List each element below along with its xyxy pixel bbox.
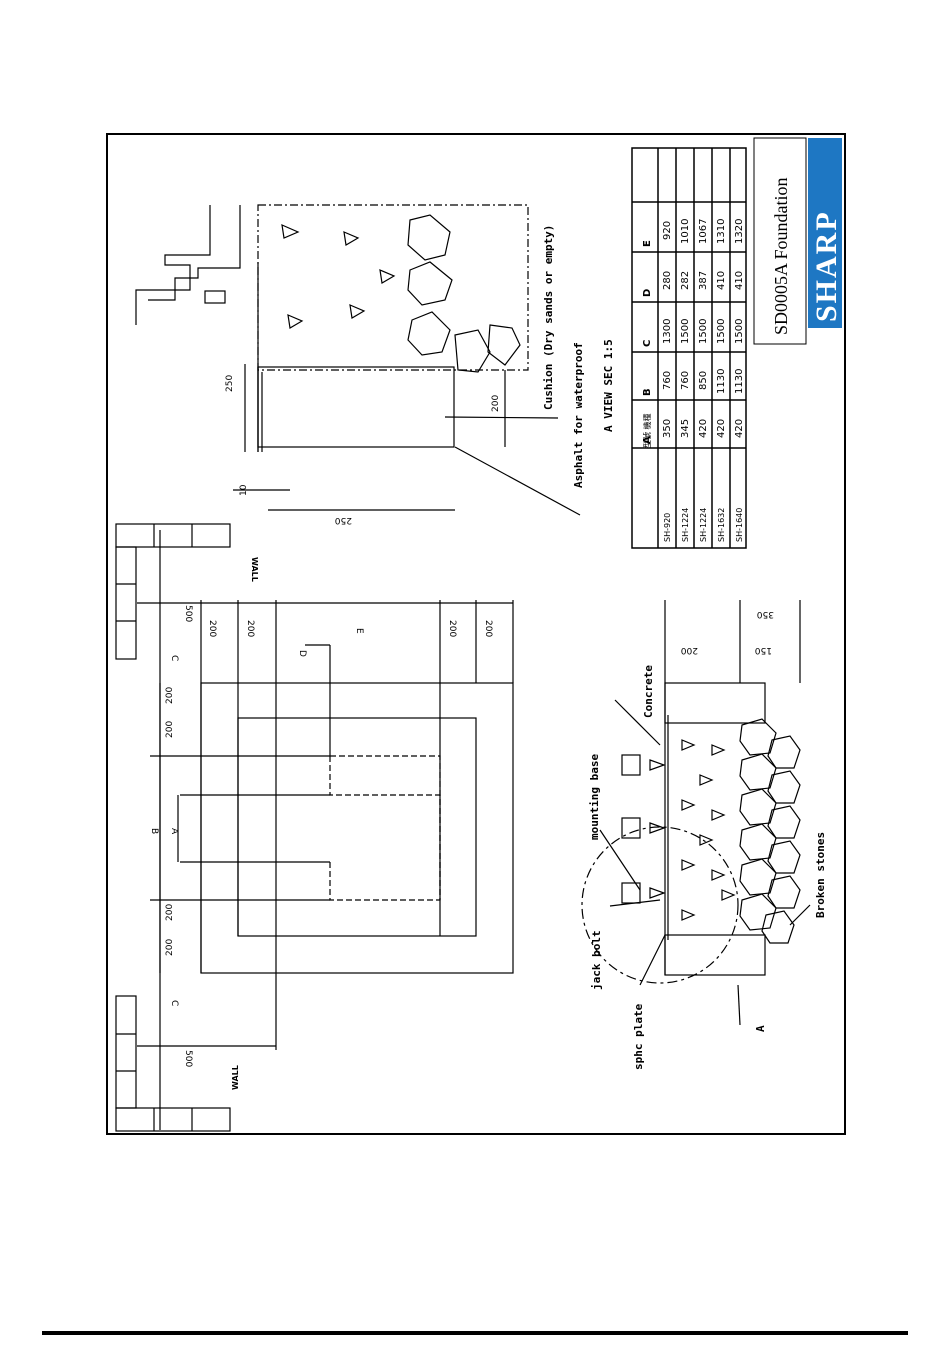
dim-200-detail: 200 (491, 395, 501, 412)
dim-250-top: 250 (225, 375, 235, 392)
asphalt-label: Asphalt for waterproof (572, 342, 585, 488)
table-cell: 1300 (662, 319, 673, 344)
table-cell: SH-920 (663, 513, 672, 542)
wall-label-top: WALL (250, 557, 259, 582)
dim-a: A (169, 828, 179, 835)
dim-500-bottom: 500 (183, 1050, 193, 1067)
dim-200: 200 (447, 620, 457, 637)
table-cell: 410 (716, 271, 727, 290)
table-corner: 型號 機種 (642, 413, 652, 448)
table-cell: 1310 (716, 219, 727, 244)
table-cell: 387 (698, 271, 709, 290)
page-bottom-rule (42, 1331, 908, 1335)
drawing-frame (106, 133, 846, 1135)
table-header: D (642, 289, 653, 297)
table-cell: 282 (680, 271, 691, 290)
sphc-plate-label: sphc plate (632, 1003, 645, 1070)
table-cell: 280 (662, 271, 673, 290)
table-cell: 1067 (698, 219, 709, 244)
dim-200: 200 (483, 620, 493, 637)
table-cell: 1320 (734, 219, 745, 244)
dim-200: 200 (165, 687, 175, 704)
dim-250-bottom: 250 (335, 515, 352, 525)
dim-e: E (354, 628, 364, 634)
table-header: B (642, 388, 653, 396)
table-cell: 1500 (716, 319, 727, 344)
table-header: C (642, 340, 653, 347)
table-cell: 760 (662, 371, 673, 390)
doc-title: SD0005A Foundation (771, 177, 791, 335)
dim-200: 200 (165, 939, 175, 956)
dim-200: 200 (165, 721, 175, 738)
table-cell: 410 (734, 271, 745, 290)
dimension-table: 型號 機種 A B C D E SH-920 350 760 1300 280 … (631, 147, 747, 549)
table-cell: 850 (698, 371, 709, 390)
table-cell: 1500 (680, 319, 691, 344)
table-cell: 1010 (680, 219, 691, 244)
dim-200-section: 200 (681, 645, 698, 655)
table-cell: 420 (698, 419, 709, 438)
table-cell: SH-1640 (735, 508, 744, 542)
jack-bolt-label: jack bolt (590, 930, 603, 990)
a-view-detail (135, 204, 581, 516)
mounting-base-label: mounting base (588, 754, 601, 840)
sharp-logo: SHARP (810, 210, 843, 322)
table-cell: 1500 (698, 319, 709, 344)
view-marker-a: A (754, 1025, 767, 1032)
broken-stones-label: Broken stones (814, 832, 827, 918)
table-cell: 1130 (734, 369, 745, 394)
plan-dims: C C B A E D 500 500 200 200 200 200 200 … (149, 605, 493, 1067)
dim-c-bottom: C (169, 1000, 179, 1006)
dim-200: 200 (207, 620, 217, 637)
concrete-label: Concrete (642, 665, 655, 718)
table-rows: SH-920 350 760 1300 280 920 SH-1224 345 … (662, 219, 745, 542)
dim-350: 350 (757, 609, 774, 619)
table-cell: 420 (716, 419, 727, 438)
dim-200: 200 (165, 904, 175, 921)
dim-500-top: 500 (183, 605, 193, 622)
dim-b: B (149, 828, 159, 834)
dim-150: 150 (755, 645, 772, 655)
table-cell: 420 (734, 419, 745, 438)
wall-label-bottom: WALL (231, 1065, 240, 1090)
view-caption: A VIEW SEC 1:5 (602, 339, 615, 432)
table-cell: 345 (680, 419, 691, 438)
table-cell: 1500 (734, 319, 745, 344)
table-cell: SH-1224 (699, 508, 708, 542)
table-cell: 920 (662, 221, 673, 240)
dim-10: 10 (239, 484, 249, 496)
cushion-label: Cushion (Dry sands or empty) (542, 225, 555, 410)
table-cell: 350 (662, 419, 673, 438)
dim-d: D (297, 650, 307, 657)
dim-c-top: C (169, 655, 179, 661)
table-header: E (642, 240, 653, 247)
table-header: A (642, 436, 653, 444)
sharp-logo-box (808, 138, 842, 328)
title-block: SD0005A Foundation SHARP (753, 137, 843, 345)
table-cell: SH-1224 (681, 508, 690, 542)
dim-200: 200 (245, 620, 255, 637)
table-cell: 1130 (716, 369, 727, 394)
table-cell: SH-1632 (717, 508, 726, 542)
plan-view (115, 523, 514, 1132)
table-cell: 760 (680, 371, 691, 390)
section-view (581, 600, 811, 1026)
